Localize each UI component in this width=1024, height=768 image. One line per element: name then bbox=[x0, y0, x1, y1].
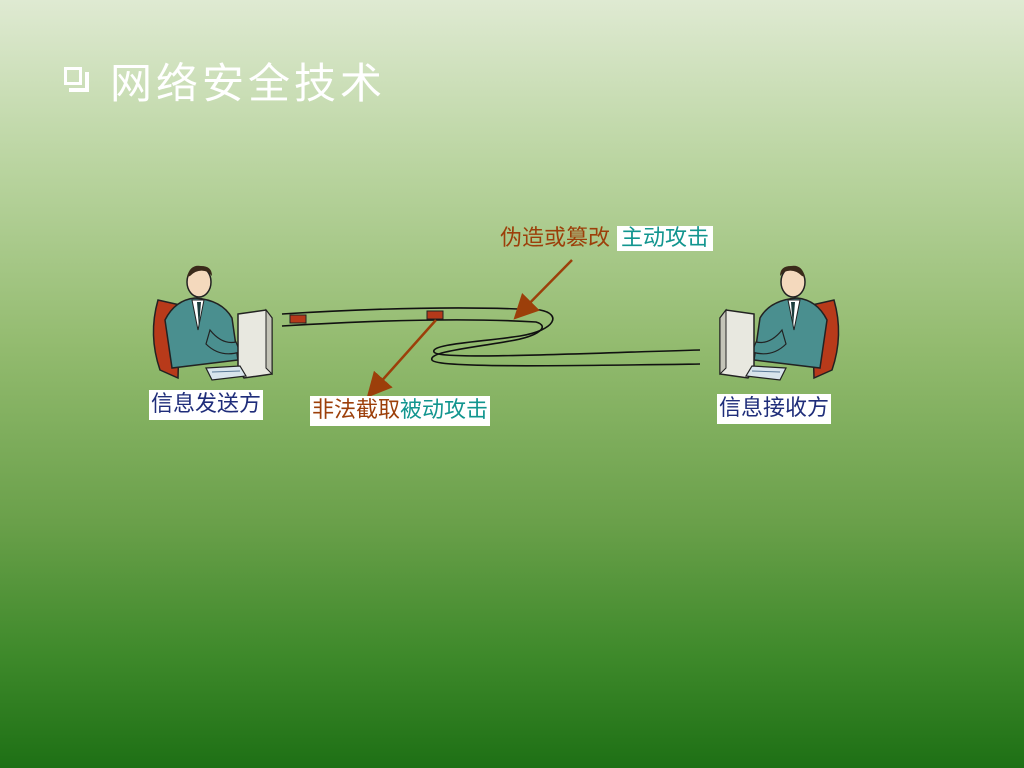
page-title: 网络安全技术 bbox=[110, 58, 387, 108]
passive-attack-method: 非法截取 bbox=[312, 398, 401, 423]
square-bullet-icon bbox=[64, 67, 90, 93]
passive-attack-arrow bbox=[366, 319, 437, 398]
passive-attack-label: 非法截取被动攻击 bbox=[310, 396, 491, 426]
sender-person-icon bbox=[152, 265, 273, 381]
data-packet-icon bbox=[426, 310, 444, 320]
active-attack-method: 伪造或篡改 bbox=[500, 226, 611, 251]
receiver-person-icon bbox=[719, 265, 840, 381]
slide-title: 网络安全技术 bbox=[64, 50, 386, 110]
active-attack-label: 伪造或篡改 主动攻击 bbox=[500, 224, 714, 254]
data-packet-icon bbox=[289, 314, 307, 324]
transmission-line bbox=[281, 307, 701, 367]
active-attack-arrow bbox=[513, 259, 573, 320]
passive-attack-type: 被动攻击 bbox=[400, 398, 489, 423]
active-attack-type: 主动攻击 bbox=[617, 226, 714, 251]
receiver-label: 信息接收方 bbox=[717, 394, 832, 424]
sender-label: 信息发送方 bbox=[149, 390, 264, 420]
